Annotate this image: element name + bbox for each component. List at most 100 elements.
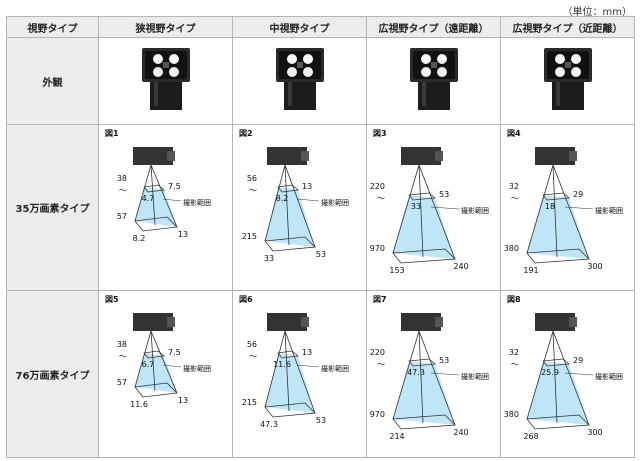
- far-plane: [526, 248, 590, 264]
- near-plane: [408, 358, 436, 367]
- spec-table: 視野タイプ 狭視野タイプ 中視野タイプ 広視野タイプ（遠距離） 広視野タイプ（近…: [6, 15, 635, 458]
- far-height: 300: [587, 262, 602, 271]
- camera-cap: [569, 150, 577, 161]
- area-leader: [296, 365, 320, 368]
- far-plane: [392, 414, 456, 430]
- far-distance: 380: [504, 244, 519, 253]
- pyramid-edge: [552, 331, 558, 424]
- near-distance: 220: [370, 182, 385, 191]
- far-height: 13: [178, 396, 188, 405]
- near-width: 25.9: [541, 368, 559, 377]
- camera-cap: [569, 317, 577, 328]
- near-distance: 220: [370, 348, 385, 357]
- area-label: 撮影範囲: [321, 364, 349, 373]
- camera-body: [133, 146, 173, 165]
- near-height: 53: [439, 190, 449, 199]
- camera-image: [538, 48, 598, 116]
- figure-number: 図5: [105, 295, 119, 304]
- figure-number: 図2: [239, 129, 253, 138]
- camera-body: [535, 313, 575, 332]
- near-distance: 32: [509, 348, 519, 357]
- near-plane: [277, 350, 299, 359]
- header-medium: 中視野タイプ: [232, 15, 367, 39]
- far-distance: 970: [370, 410, 385, 419]
- area-label: 撮影範囲: [183, 364, 211, 373]
- range-tilde: ～: [249, 186, 257, 195]
- range-tilde: ～: [119, 186, 127, 195]
- area-leader: [564, 373, 594, 376]
- area-label: 撮影範囲: [321, 198, 349, 207]
- range-tilde: ～: [249, 352, 257, 361]
- area-leader: [430, 373, 460, 376]
- pyramid-edge: [284, 331, 290, 412]
- far-height: 240: [453, 428, 468, 437]
- header-narrow: 狭視野タイプ: [98, 15, 233, 39]
- far-height: 300: [587, 428, 602, 437]
- camera-image: [270, 48, 330, 116]
- camera-body: [401, 313, 441, 332]
- near-height: 29: [573, 356, 583, 365]
- near-distance: 38: [117, 340, 127, 349]
- far-plane: [264, 236, 316, 252]
- far-width: 11.6: [130, 400, 148, 409]
- capture-volume: [393, 361, 455, 426]
- near-height: 13: [302, 182, 312, 191]
- camera-cap: [167, 150, 175, 161]
- near-distance: 56: [247, 174, 257, 183]
- pyramid-edge: [284, 164, 290, 245]
- range-tilde: ～: [377, 360, 385, 369]
- area-label: 撮影範囲: [461, 206, 489, 215]
- near-height: 53: [439, 356, 449, 365]
- far-width: 47.3: [260, 420, 278, 429]
- capture-volume: [265, 353, 315, 414]
- far-plane: [134, 216, 178, 232]
- far-height: 53: [316, 416, 326, 425]
- area-leader: [162, 365, 182, 368]
- camera-photo-cell: [366, 37, 501, 125]
- header-wide-far: 広視野タイプ（遠距離）: [366, 15, 501, 39]
- far-distance: 970: [370, 244, 385, 253]
- near-height: 29: [573, 190, 583, 199]
- near-distance: 38: [117, 174, 127, 183]
- far-width: 191: [523, 266, 538, 275]
- near-plane: [277, 184, 299, 193]
- far-distance: 57: [117, 212, 127, 221]
- far-plane: [392, 248, 456, 264]
- far-distance: 57: [117, 378, 127, 387]
- near-width: 18: [545, 202, 555, 211]
- near-width: 4.7: [142, 194, 155, 203]
- camera-cap: [301, 150, 309, 161]
- far-width: 214: [389, 432, 404, 441]
- camera-photo-cell: [232, 37, 367, 125]
- pyramid-edge: [552, 164, 558, 257]
- area-label: 撮影範囲: [461, 372, 489, 381]
- figure-number: 図7: [373, 295, 387, 304]
- camera-image: [404, 48, 464, 116]
- camera-cap: [301, 317, 309, 328]
- far-height: 53: [316, 250, 326, 259]
- area-label: 撮影範囲: [595, 206, 623, 215]
- far-distance: 215: [242, 398, 257, 407]
- far-width: 268: [523, 432, 538, 441]
- pyramid-edge: [150, 331, 156, 392]
- near-distance: 56: [247, 340, 257, 349]
- capture-volume: [527, 194, 589, 259]
- range-tilde: ～: [511, 194, 519, 203]
- header-wide-near: 広視野タイプ（近距離）: [500, 15, 635, 39]
- far-width: 33: [264, 254, 274, 263]
- area-label: 撮影範囲: [183, 198, 211, 207]
- pyramid-edge: [150, 164, 156, 225]
